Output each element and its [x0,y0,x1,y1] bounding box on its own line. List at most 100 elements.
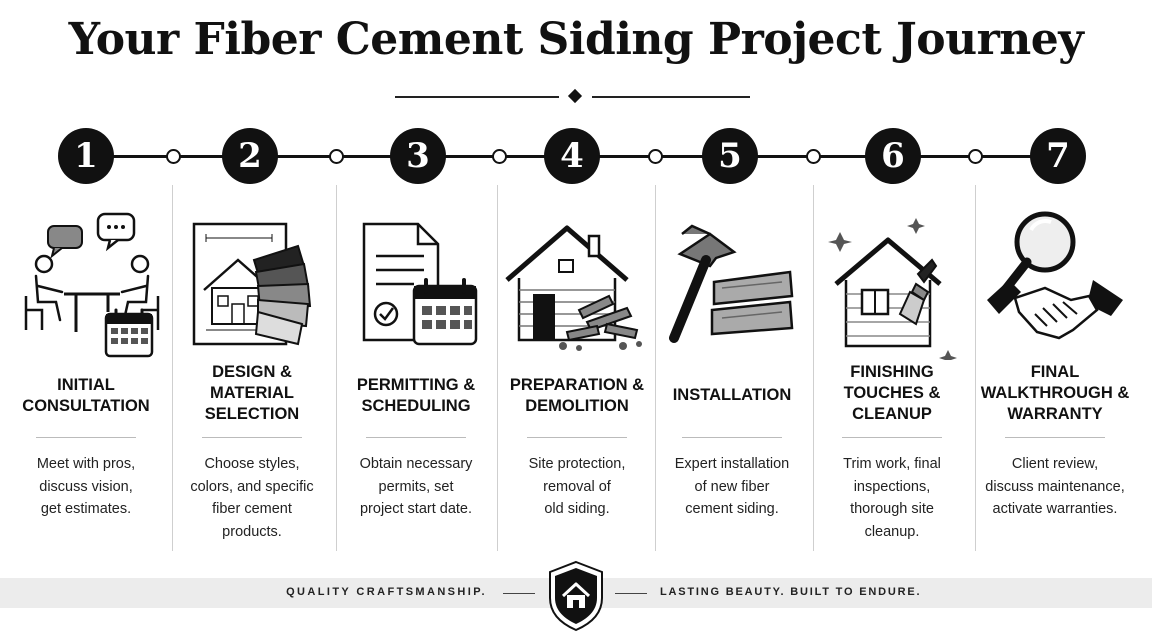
step-description-line: of new fiber [694,478,770,495]
title-rule-right [592,96,750,98]
step-title-line: PERMITTING & [356,376,476,394]
step-column-5: INSTALLATION Expert installation of new fi… [652,190,812,550]
footer-rule-left [503,593,535,594]
step-rule [202,437,302,438]
step-title-line: FINAL [1030,363,1080,381]
blueprint-swatches-icon [192,222,312,346]
step-column-6: FINISHING TOUCHES & CLEANUP Trim work, fina… [812,190,972,550]
step-rule [1005,437,1105,438]
step-title-line: TOUCHES & [843,384,941,402]
step-description: Choose styles, colors, and specific fiber … [172,453,332,543]
step-title-line: DESIGN & [212,363,292,381]
column-divider [655,185,656,551]
step-description-line: discuss vision, [39,478,133,495]
timeline-connector-dot [648,149,663,164]
step-description-line: cement siding. [685,501,779,517]
step-badge-2: 2 [222,128,278,184]
step-title-line: WALKTHROUGH & [980,384,1130,402]
step-description-line: Choose styles, [204,456,300,472]
shield-house-icon [549,560,603,632]
house-demolition-icon [505,225,642,351]
step-description-line: Trim work, final [843,456,941,472]
page-title: Your Fiber Cement Siding Project Journey [68,14,1084,65]
step-description: Obtain necessary permits, set project star… [336,453,496,521]
step-description-line: Client review, [1011,456,1099,472]
step-description-line: products. [222,523,282,540]
house-paintbrush-icon [828,218,957,360]
timeline-connector-dot [329,149,344,164]
step-description-line: Site protection, [528,456,626,472]
consultation-meeting-icon [24,212,160,358]
step-description-line: cleanup. [864,523,920,540]
step-rule [366,437,466,438]
magnifier-handshake-icon [987,211,1123,340]
timeline-connector-dot [968,149,983,164]
step-description-line: activate warranties. [992,501,1118,517]
step-column-1: INITIAL CONSULTATION Meet with pros, discus… [6,190,166,550]
step-badge-7: 7 [1030,128,1086,184]
step-description-line: get estimates. [40,501,132,517]
step-description: Expert installation of new fiber cement si… [652,453,812,521]
step-description-line: removal of [543,478,611,495]
step-title-line: FINISHING [850,363,934,381]
step-column-3: PERMITTING & SCHEDULING Obtain necessary pe… [336,190,496,550]
step-title: FINISHING TOUCHES & CLEANUP [816,362,968,425]
step-title-line: CONSULTATION [22,397,150,415]
step-description-line: Meet with pros, [36,456,136,472]
step-title-line: INSTALLATION [672,386,792,404]
step-description-line: colors, and specific [190,478,314,495]
column-divider [975,185,976,551]
step-title-line: SCHEDULING [361,397,471,415]
step-title-line: WARRANTY [1007,405,1103,423]
step-badge-1: 1 [58,128,114,184]
step-description-line: thorough site [850,501,934,517]
step-description: Trim work, final inspections, thorough sit… [812,453,972,543]
step-description: Site protection, removal of old siding. [497,453,657,521]
step-title: PERMITTING & SCHEDULING [340,375,492,417]
timeline-connector-dot [806,149,821,164]
step-badge-6: 6 [865,128,921,184]
step-column-2: DESIGN & MATERIAL SELECTION Choose styles, c… [172,190,332,550]
timeline-connector-dot [166,149,181,164]
timeline-connector-dot [492,149,507,164]
step-title: INSTALLATION [656,385,808,406]
step-title-line: PREPARATION & [509,376,645,394]
column-divider [497,185,498,551]
column-divider [813,185,814,551]
step-description-line: discuss maintenance, [985,478,1125,495]
step-badge-5: 5 [702,128,758,184]
hammer-siding-icon [669,224,794,343]
footer-left-text: QUALITY CRAFTSMANSHIP. [286,586,487,598]
step-rule [842,437,942,438]
footer-rule-right [615,593,647,594]
step-description: Client review, discuss maintenance, activa… [975,453,1135,521]
step-title-line: DEMOLITION [525,397,629,415]
step-description-line: Expert installation [674,456,790,472]
column-divider [172,185,173,551]
step-title: FINAL WALKTHROUGH & WARRANTY [979,362,1131,425]
step-description-line: old siding. [544,501,610,517]
step-title-line: MATERIAL [209,384,294,402]
step-rule [682,437,782,438]
step-description-line: fiber cement [212,501,292,517]
step-title-line: INITIAL [57,376,115,394]
step-title-line: SELECTION [204,405,300,423]
column-divider [336,185,337,551]
step-title: PREPARATION & DEMOLITION [501,375,653,417]
step-rule [527,437,627,438]
step-title: DESIGN & MATERIAL SELECTION [176,362,328,425]
step-column-4: PREPARATION & DEMOLITION Site protection, r… [497,190,657,550]
step-badge-3: 3 [390,128,446,184]
footer-right-text: LASTING BEAUTY. BUILT TO ENDURE. [660,586,922,598]
step-description-line: Obtain necessary [359,456,473,472]
title-rule-left [395,96,559,98]
step-title-line: CLEANUP [852,405,932,423]
step-title: INITIAL CONSULTATION [10,375,162,417]
permit-calendar-icon [362,222,478,346]
step-badge-4: 4 [544,128,600,184]
step-description-line: permits, set [378,478,454,495]
step-description-line: project start date. [359,501,473,517]
step-description-line: inspections, [853,478,931,495]
step-description: Meet with pros, discuss vision, get estima… [6,453,166,521]
title-diamond [567,88,583,104]
